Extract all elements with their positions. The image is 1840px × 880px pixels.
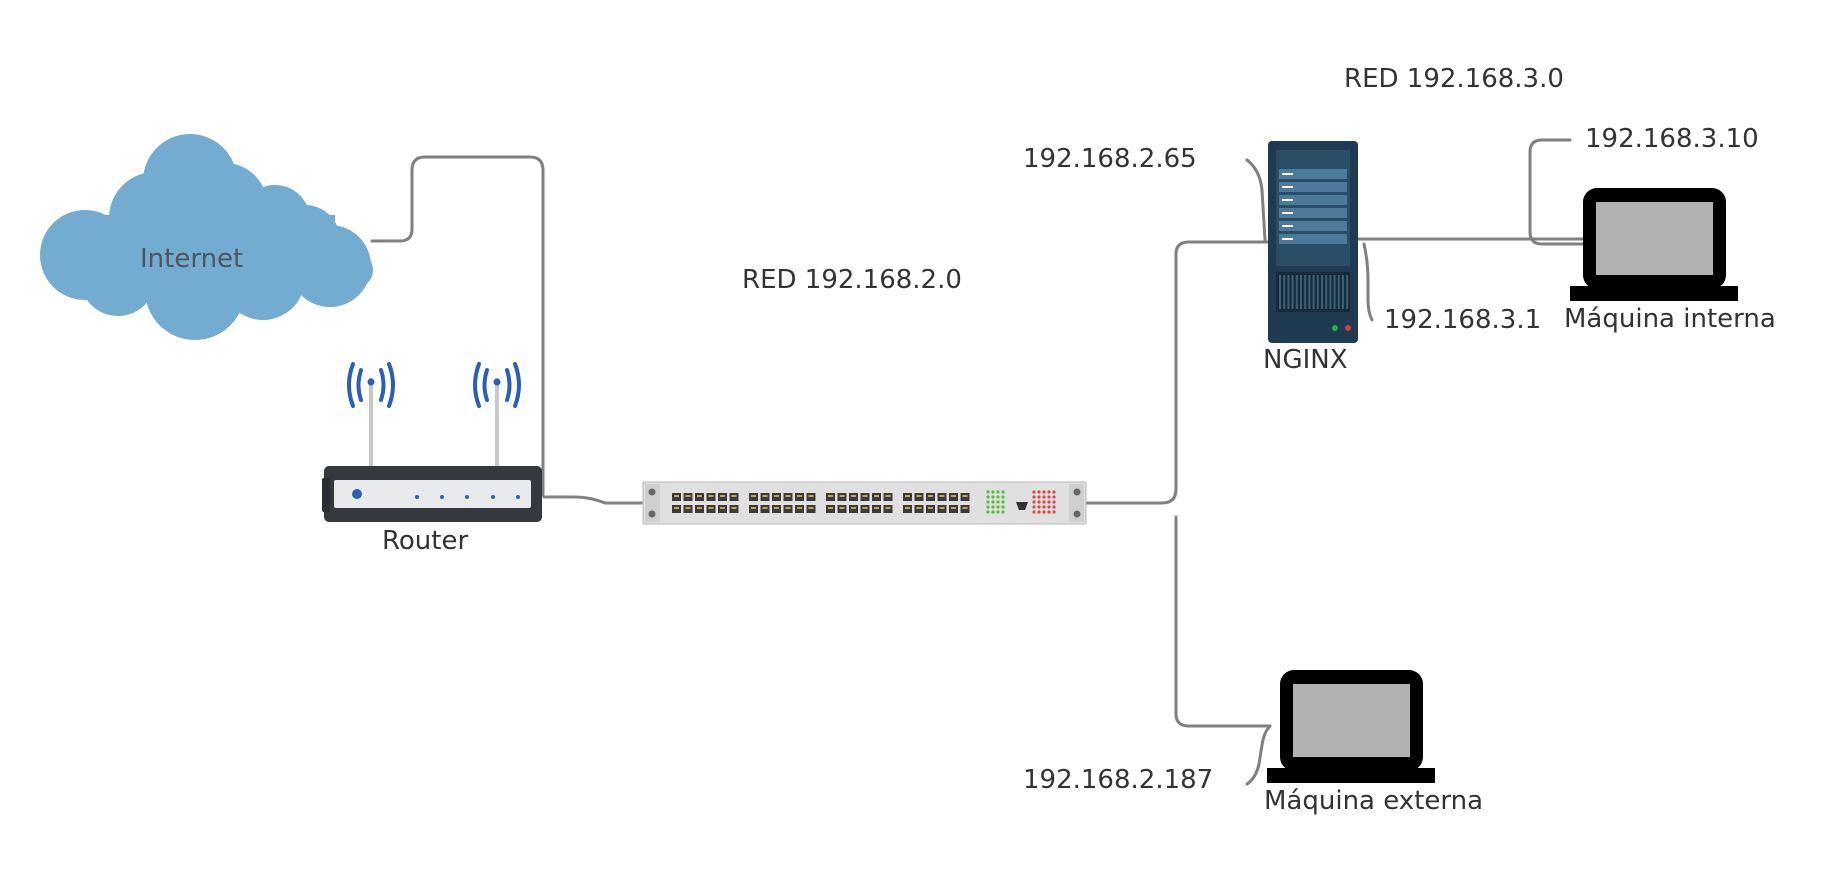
cable-router-switch	[542, 495, 647, 505]
switch-port-banks	[672, 493, 970, 513]
signal-waves-icon	[347, 362, 521, 408]
network-3-label: RED 192.168.3.0	[1344, 64, 1564, 94]
leader-192-168-2-65	[1245, 158, 1267, 242]
leader-192-168-3-1	[1362, 242, 1374, 322]
internal-machine-label: Máquina interna	[1564, 304, 1776, 334]
leader-192-168-2-187	[1245, 724, 1272, 786]
nginx-label: NGINX	[1263, 345, 1348, 375]
internal-ip-label: 192.168.3.10	[1585, 124, 1759, 154]
laptop-icon	[1570, 188, 1738, 301]
cable-switch-hub	[1083, 487, 1178, 505]
laptop-icon	[1267, 670, 1435, 783]
nginx-ip-3-label: 192.168.3.1	[1384, 305, 1542, 335]
server-icon	[1268, 141, 1358, 343]
external-ip-label: 192.168.2.187	[1023, 765, 1214, 795]
cloud-icon	[40, 134, 373, 340]
leader-192-168-3-10	[1528, 138, 1587, 246]
external-machine-label: Máquina externa	[1264, 786, 1484, 816]
cable-internet-router	[370, 155, 545, 497]
cable-hub-nginx	[1174, 240, 1272, 491]
network-2-label: RED 192.168.2.0	[742, 265, 962, 295]
router-label: Router	[382, 526, 469, 556]
switch-status-leds	[986, 490, 1056, 514]
cable-hub-external	[1174, 515, 1272, 728]
nginx-ip-2-label: 192.168.2.65	[1023, 144, 1197, 174]
wifi-router-icon	[322, 362, 542, 522]
internet-label: Internet	[140, 244, 244, 274]
network-switch-icon	[642, 481, 1087, 525]
